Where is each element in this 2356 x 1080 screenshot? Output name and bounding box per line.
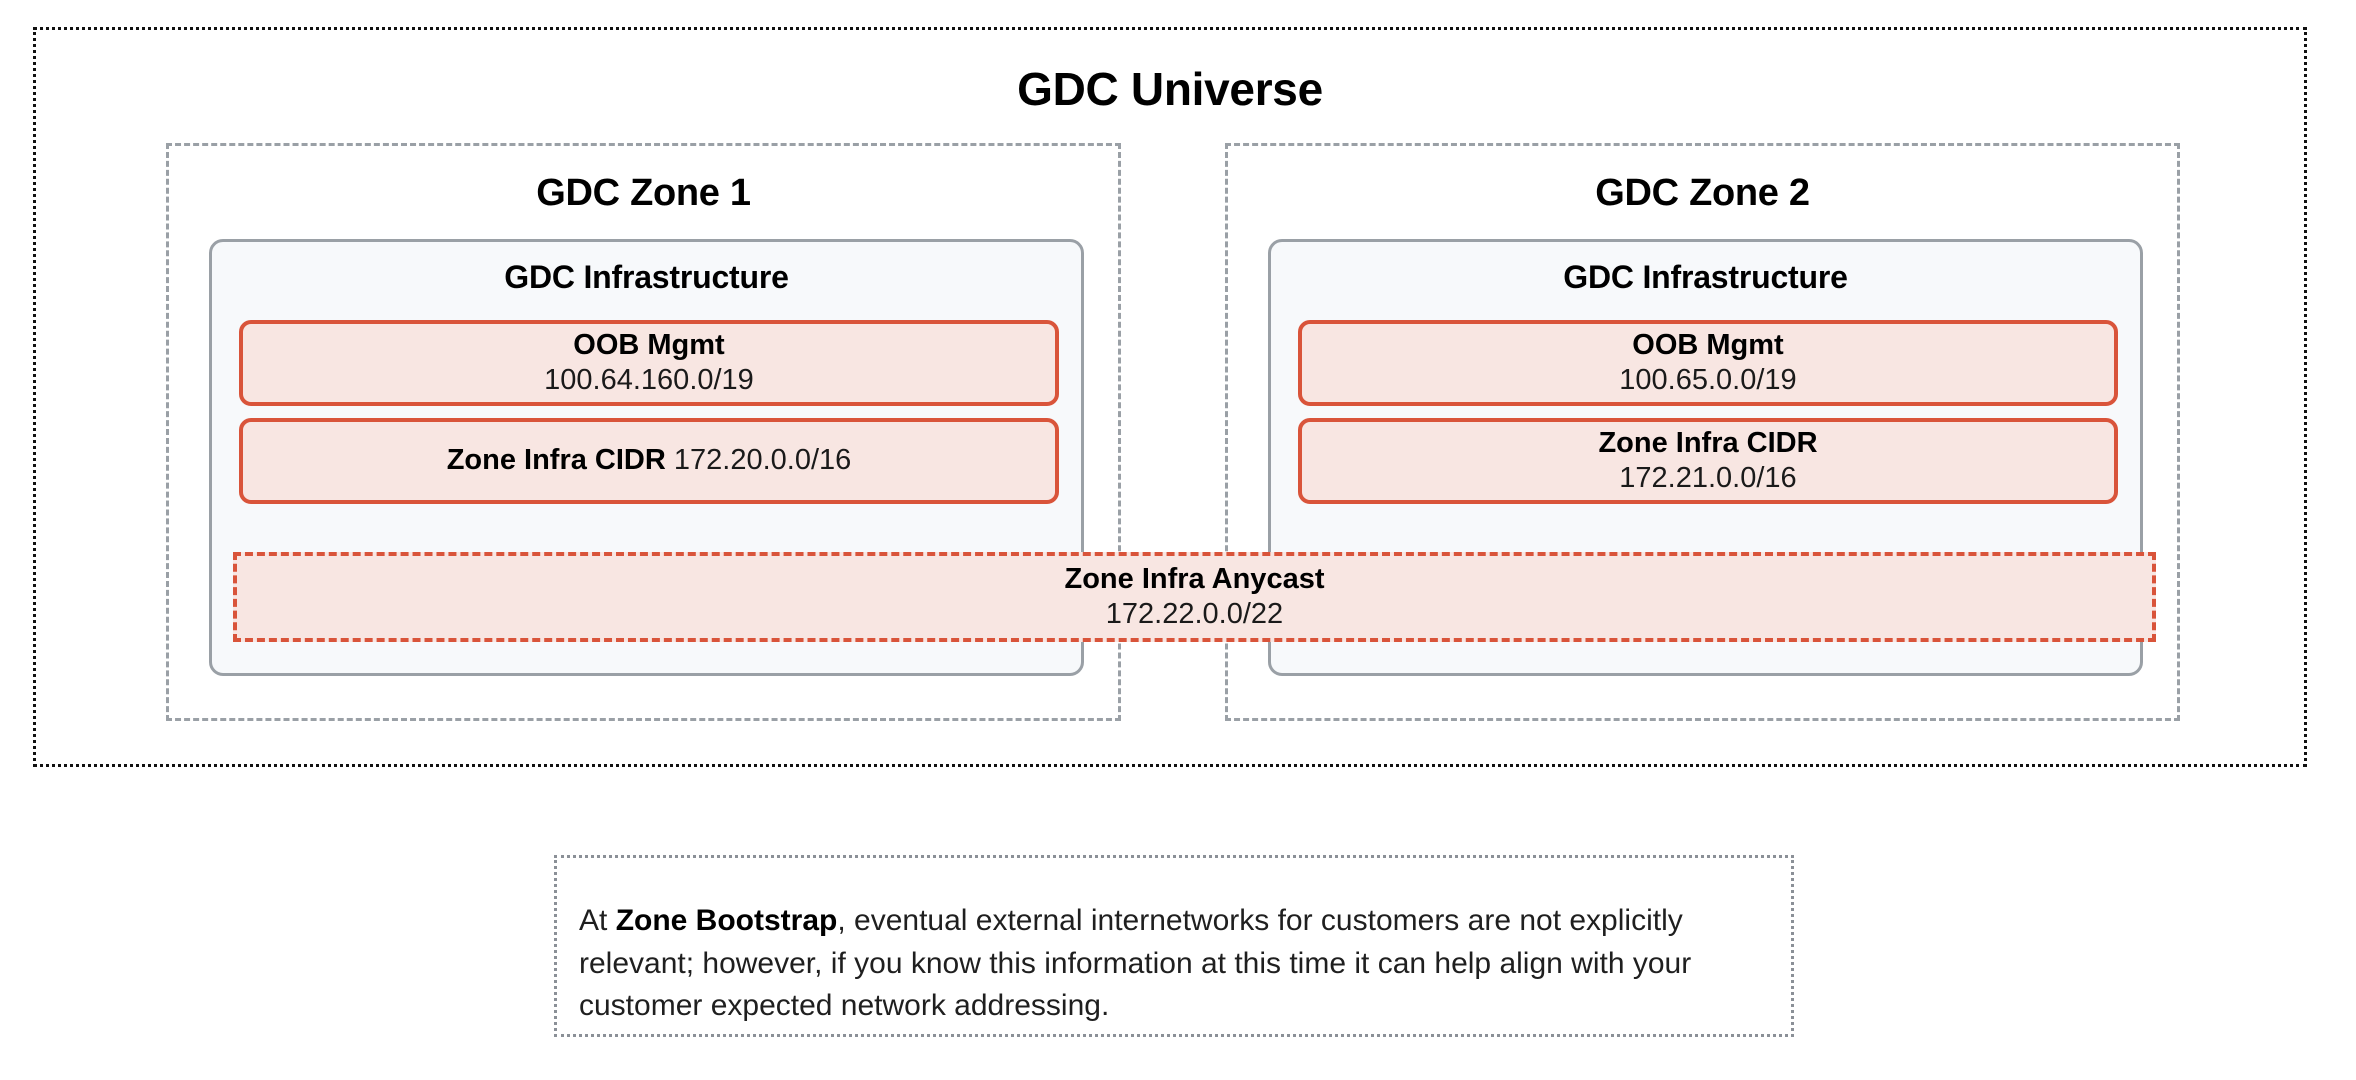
zone-1-infra-cidr-number: 172.20.0.0/16 bbox=[673, 444, 852, 477]
zone-1-infrastructure-title: GDC Infrastructure bbox=[504, 259, 789, 295]
zone-bootstrap-note: At Zone Bootstrap, eventual external int… bbox=[554, 855, 1794, 1037]
zone-1-infra-cidr-value bbox=[666, 444, 674, 476]
zone-1-title: GDC Zone 1 bbox=[536, 172, 751, 214]
zone-2-infra-cidr-label: Zone Infra CIDR bbox=[1598, 426, 1818, 459]
zone-1-infra-cidr-line: Zone Infra CIDR 172.20.0.0/16 bbox=[447, 443, 852, 478]
zone-1-oob-mgmt-label: OOB Mgmt bbox=[573, 328, 725, 361]
note-body: , eventual external internetworks for cu… bbox=[579, 904, 1692, 1023]
zone-2-infra-cidr-box: Zone Infra CIDR 172.21.0.0/16 bbox=[1298, 418, 2118, 504]
zone-2-oob-mgmt-label: OOB Mgmt bbox=[1632, 328, 1784, 361]
zone-2-title: GDC Zone 2 bbox=[1595, 172, 1810, 214]
zone-2-oob-mgmt-box: OOB Mgmt 100.65.0.0/19 bbox=[1298, 320, 2118, 406]
zone-infra-anycast-label: Zone Infra Anycast bbox=[1064, 562, 1325, 595]
zone-1-infra-cidr-label: Zone Infra CIDR bbox=[446, 444, 666, 477]
gdc-universe-container: GDC Universe GDC Zone 1 GDC Infrastructu… bbox=[33, 27, 2307, 767]
universe-title: GDC Universe bbox=[1017, 63, 1323, 115]
zone-infra-anycast-box: Zone Infra Anycast 172.22.0.0/22 bbox=[233, 552, 2156, 642]
zone-2-infrastructure-title: GDC Infrastructure bbox=[1563, 259, 1848, 295]
zone-infra-anycast-cidr: 172.22.0.0/22 bbox=[1105, 598, 1284, 630]
zone-1-oob-mgmt-box: OOB Mgmt 100.64.160.0/19 bbox=[239, 320, 1059, 406]
zone-2-infra-cidr-value: 172.21.0.0/16 bbox=[1619, 462, 1797, 494]
note-bold-term: Zone Bootstrap bbox=[615, 904, 838, 937]
zone-1-oob-mgmt-cidr: 100.64.160.0/19 bbox=[544, 364, 754, 396]
zone-bootstrap-note-text: At Zone Bootstrap, eventual external int… bbox=[579, 900, 1769, 1028]
zone-2-oob-mgmt-cidr: 100.65.0.0/19 bbox=[1619, 364, 1797, 396]
note-prefix: At bbox=[579, 904, 616, 937]
zone-1-infra-cidr-box: Zone Infra CIDR 172.20.0.0/16 bbox=[239, 418, 1059, 504]
